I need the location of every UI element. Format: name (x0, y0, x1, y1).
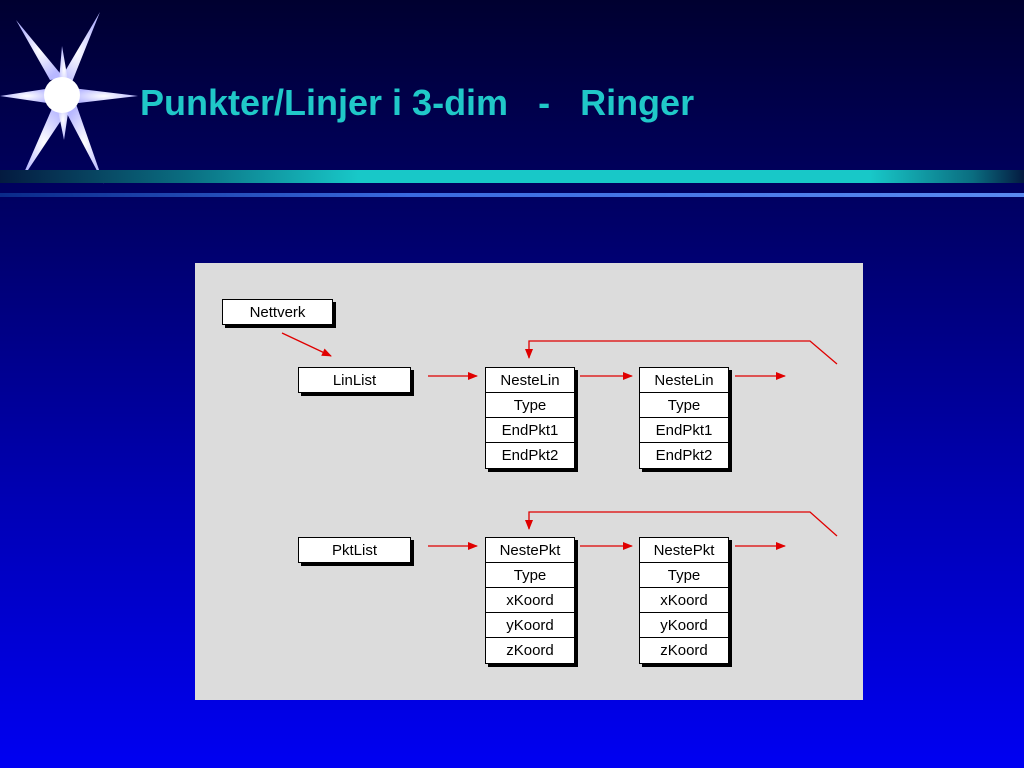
lin-record-1: NesteLin Type EndPkt1 EndPkt2 (485, 367, 575, 469)
title-divider-thin-bar (0, 193, 1024, 197)
pkt-record-1: NestePkt Type xKoord yKoord zKoord (485, 537, 575, 664)
pkt-record-2: NestePkt Type xKoord yKoord zKoord (639, 537, 729, 664)
pkt-field-ykoord: yKoord (486, 613, 574, 638)
pkt-field-nestepkt: NestePkt (486, 538, 574, 563)
pkt-field-ykoord: yKoord (640, 613, 728, 638)
pkt-field-zkoord: zKoord (506, 642, 554, 659)
pkt-field-xkoord: xKoord (640, 588, 728, 613)
lin-record-2: NesteLin Type EndPkt1 EndPkt2 (639, 367, 729, 469)
lin-field-nestelin: NesteLin (486, 368, 574, 393)
linlist-label: LinList (332, 371, 377, 389)
lin-field-endpkt2: EndPkt2 (501, 447, 559, 464)
lin-field-endpkt2: EndPkt2 (655, 447, 713, 464)
starburst-logo-icon (0, 12, 138, 184)
pkt-field-nestepkt: NestePkt (640, 538, 728, 563)
arrow-lin-ring-back (525, 340, 838, 365)
slide-title: Punkter/Linjer i 3-dim - Ringer (140, 82, 695, 123)
diagram-panel: Nettverk LinList PktList NesteLin Type E… (195, 263, 863, 700)
lin-field-endpkt1: EndPkt1 (640, 418, 728, 443)
title-divider-bar (0, 170, 1024, 183)
lin-field-endpkt1: EndPkt1 (486, 418, 574, 443)
lin-field-type: Type (486, 393, 574, 418)
pkt-field-type: Type (486, 563, 574, 588)
lin-field-type: Type (640, 393, 728, 418)
nettverk-box: Nettverk (222, 299, 333, 325)
diagram-arrows (281, 332, 838, 550)
pkt-field-xkoord: xKoord (486, 588, 574, 613)
nettverk-label: Nettverk (249, 303, 306, 321)
lin-field-nestelin: NesteLin (640, 368, 728, 393)
arrow-pkt-ring-back (525, 511, 838, 537)
linlist-box: LinList (298, 367, 411, 393)
arrow-nettverk-to-linlist (281, 332, 332, 357)
pkt-field-type: Type (640, 563, 728, 588)
pktlist-label: PktList (331, 541, 377, 559)
pkt-field-zkoord: zKoord (660, 642, 708, 659)
pktlist-box: PktList (298, 537, 411, 563)
